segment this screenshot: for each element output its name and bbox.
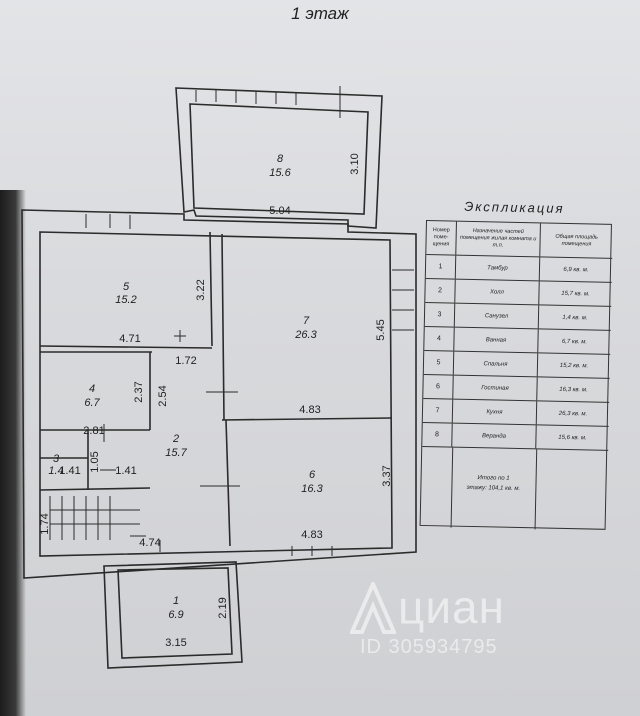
row-name: Тамбур [455, 255, 541, 281]
dim-4-83-bottom: 4.83 [301, 529, 322, 541]
row-name: Санузел [454, 303, 540, 329]
room-1-area: 6.9 [168, 609, 183, 621]
room-4-area: 6.7 [84, 397, 100, 409]
room-8-area: 15.6 [269, 167, 291, 179]
row-area: 1,4 кв. м. [562, 314, 588, 321]
explication-title: Экспликация [464, 198, 565, 216]
room-5-area: 15.2 [115, 294, 136, 306]
room-6-area: 16.3 [301, 483, 323, 495]
dim-4-71: 4.71 [119, 333, 140, 345]
row-name: Ванная [454, 327, 539, 353]
room-5-number: 5 [123, 281, 130, 293]
row-name: Кухня [452, 399, 538, 425]
room-8-number: 8 [277, 153, 284, 165]
room-4-number: 4 [89, 383, 95, 395]
row-number: 7 [422, 398, 454, 423]
row-area: 16,3 кв. м. [559, 386, 588, 393]
dim-3-10: 3.10 [349, 153, 361, 174]
room-3-number: 3 [53, 453, 60, 465]
dim-3-15: 3.15 [165, 637, 186, 649]
table-header-row: Номер поме- щения Назначение частей поме… [426, 221, 613, 259]
room-6-number: 6 [309, 469, 316, 481]
dim-1-05: 1.05 [89, 451, 101, 472]
walls [21, 86, 417, 669]
header-area: Общая площадь помещения [555, 233, 599, 247]
row-number: 1 [425, 255, 457, 279]
room-1-number: 1 [173, 595, 179, 607]
row-area: 15,2 кв. м. [559, 362, 589, 369]
floor-title: 1 этаж [291, 4, 349, 23]
row-number: 2 [425, 279, 456, 303]
row-area: 15,6 кв. м. [558, 434, 587, 441]
room-2-area: 15.7 [165, 447, 187, 459]
row-number: 8 [422, 422, 453, 447]
dim-1-72: 1.72 [175, 355, 196, 367]
watermark: циан ID 305934795 [350, 566, 580, 666]
dimension-labels: 3.10 5.04 3.22 5.45 4.71 1.72 2.37 2.54 … [39, 153, 393, 649]
row-number: 4 [424, 326, 455, 351]
dim-2-19: 2.19 [217, 597, 229, 618]
dim-1-41-left: 1.41 [59, 465, 80, 477]
row-area: 26,3 кв. м. [558, 410, 588, 417]
explication-table: Экспликация Номер поме- щения Назначение… [419, 199, 616, 534]
row-number: 5 [423, 350, 455, 375]
dim-4-83-middle: 4.83 [299, 404, 320, 416]
row-name: Спальня [453, 351, 539, 377]
row-area: 6,9 кв. м. [563, 266, 589, 273]
dim-2-81: 2.81 [83, 425, 104, 437]
row-number: 6 [423, 374, 454, 399]
row-name: Веранда [452, 423, 537, 449]
row-name: Гостиная [453, 375, 538, 401]
total-line-1: Итого по 1 [477, 475, 510, 482]
watermark-id: ID 305934795 [360, 636, 498, 658]
room-labels: 8 15.6 5 15.2 7 26.3 4 6.7 2 15.7 3 1.4 … [48, 153, 323, 621]
row-area: 6,7 кв. м. [561, 338, 588, 345]
dim-5-04: 5.04 [269, 205, 290, 217]
watermark-brand: циан [398, 581, 506, 633]
room-7-number: 7 [303, 315, 310, 327]
dim-5-45: 5.45 [375, 319, 387, 340]
dim-2-54: 2.54 [157, 385, 169, 406]
cian-logo-icon [350, 582, 396, 634]
dim-3-22: 3.22 [195, 279, 207, 300]
total-line-2: этажу: 104,1 кв. м. [466, 484, 521, 493]
room-2-number: 2 [172, 433, 179, 445]
room-7-area: 26.3 [294, 329, 317, 341]
dim-2-37: 2.37 [133, 381, 145, 402]
row-area: 15,7 кв. м. [561, 290, 590, 297]
row-number: 3 [424, 303, 456, 327]
dim-4-74: 4.74 [139, 537, 160, 549]
dim-3-37: 3.37 [381, 465, 393, 486]
header-number: Номер поме- щения [426, 221, 457, 255]
explication-grid: Номер поме- щения Назначение частей поме… [419, 220, 613, 530]
dim-1-74: 1.74 [39, 513, 51, 534]
row-name: Холл [455, 279, 540, 305]
table-row: 8 Веранда 15,6 кв. м. [422, 422, 609, 451]
dim-1-41-right: 1.41 [115, 465, 136, 477]
room-3-area: 1.4 [48, 465, 63, 477]
header-purpose: Назначение частей помещения жилая комнат… [456, 221, 541, 257]
